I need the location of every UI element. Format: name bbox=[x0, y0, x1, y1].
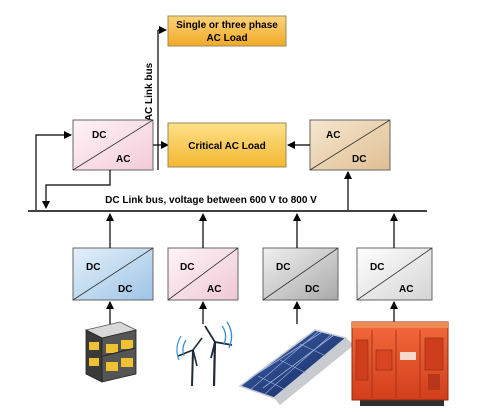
bus-to-inverter-line bbox=[35, 131, 72, 210]
rectifier-bottom-label: DC bbox=[352, 154, 366, 165]
critical-load-label: Critical AC Load bbox=[188, 141, 265, 152]
ac-load-label-line1: Single or three phase bbox=[176, 20, 278, 31]
wind-turbine-icon bbox=[176, 321, 233, 387]
converter-1-top-label: DC bbox=[86, 262, 100, 273]
converter-2: DC AC bbox=[167, 247, 239, 301]
ac-load-box: Single or three phase AC Load bbox=[167, 15, 287, 47]
dc-link-bus-label: DC Link bus, voltage between 600 V to 80… bbox=[105, 195, 317, 206]
converter-3-top-label: DC bbox=[276, 262, 290, 273]
converter-3: DC DC bbox=[262, 247, 339, 301]
critical-load-box: Critical AC Load bbox=[167, 122, 287, 168]
converter-4: DC AC bbox=[356, 247, 433, 301]
converter-1: DC DC bbox=[72, 247, 154, 301]
converter-3-bottom-label: DC bbox=[305, 284, 319, 295]
generator-icon bbox=[351, 321, 449, 406]
main-inverter: DC AC bbox=[72, 119, 154, 171]
converter-2-top-label: DC bbox=[180, 262, 194, 273]
ac-link-bus-label: AC Link bus bbox=[144, 62, 155, 121]
main-inverter-bottom-label: AC bbox=[116, 154, 130, 165]
converter-4-bottom-label: AC bbox=[399, 284, 413, 295]
converter-4-top-label: DC bbox=[370, 262, 384, 273]
rectifier-top-label: AC bbox=[326, 130, 340, 141]
rectifier-right: AC DC bbox=[309, 119, 391, 171]
solar-panel-icon bbox=[238, 329, 354, 405]
main-inverter-top-label: DC bbox=[92, 130, 106, 141]
converter-2-bottom-label: AC bbox=[207, 284, 221, 295]
inverter-to-bus-line bbox=[42, 170, 111, 209]
converter-1-bottom-label: DC bbox=[118, 284, 132, 295]
battery-icon bbox=[84, 321, 138, 383]
ac-load-label-line2: AC Load bbox=[206, 33, 247, 44]
